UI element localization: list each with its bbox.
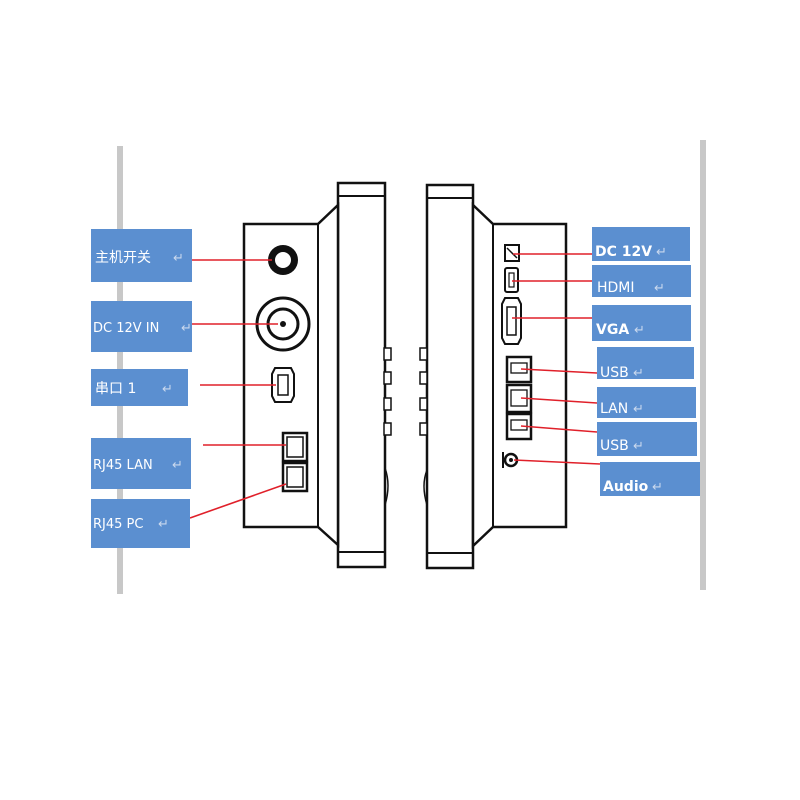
right-labels: DC 12V ↵ HDMI ↵ VGA ↵ USB ↵ LAN ↵ USB ↵ [592,227,700,496]
svg-text:↵: ↵ [633,402,644,417]
label-dc-12v: DC 12V ↵ [592,227,690,261]
right-device-side-view [419,183,568,570]
label-rj45-pc: RJ45 PC ↵ [91,499,190,548]
label-hdmi: HDMI ↵ [592,265,691,297]
svg-text:↵: ↵ [654,281,665,296]
hdmi-port-icon [504,267,519,293]
left-bezel [336,181,387,569]
label-audio: Audio ↵ [600,462,700,496]
svg-text:↵: ↵ [633,366,644,381]
label-text: 串口 1 [95,381,136,397]
svg-text:↵: ↵ [656,245,667,260]
label-text: USB [600,365,629,381]
label-dc-in: DC 12V IN ↵ [91,301,192,352]
svg-text:↵: ↵ [634,323,645,338]
serial-port-icon [271,367,295,403]
label-text: USB [600,438,629,454]
frame-post-right [700,140,706,590]
rj45-pc-port-icon [281,461,309,493]
label-text: LAN [600,401,628,417]
label-power-switch: 主机开关 ↵ [91,229,192,282]
rj45-lan-port-icon [281,431,309,463]
svg-text:↵: ↵ [633,439,644,454]
right-bezel [425,183,475,570]
label-text: VGA [596,322,629,338]
power-switch-icon [268,245,298,275]
leader-lines [189,253,601,519]
svg-text:↵: ↵ [172,458,183,473]
label-text: 主机开关 [95,250,151,266]
label-usb-2: USB ↵ [597,422,697,456]
left-labels: 主机开关 ↵ DC 12V IN ↵ 串口 1 ↵ RJ45 LAN ↵ RJ4… [91,229,192,548]
dc-12v-port-icon [504,244,520,262]
label-text: HDMI [597,280,635,296]
svg-text:↵: ↵ [181,321,192,336]
svg-text:↵: ↵ [158,517,169,532]
svg-text:↵: ↵ [173,251,184,266]
label-text: RJ45 PC [93,517,143,532]
vga-port-icon [501,297,522,345]
label-text: Audio [603,479,649,495]
label-text: DC 12V [595,244,652,260]
label-text: RJ45 LAN [93,458,153,473]
audio-jack-icon [502,452,519,468]
svg-text:↵: ↵ [652,480,663,495]
label-text: DC 12V IN [93,321,159,336]
left-device-side-view [242,181,392,569]
label-usb-1: USB ↵ [597,347,694,381]
label-rj45-lan: RJ45 LAN ↵ [91,438,191,489]
label-serial-1: 串口 1 ↵ [91,369,188,406]
svg-text:↵: ↵ [162,382,173,397]
label-vga: VGA ↵ [592,305,691,341]
label-lan: LAN ↵ [597,387,696,418]
